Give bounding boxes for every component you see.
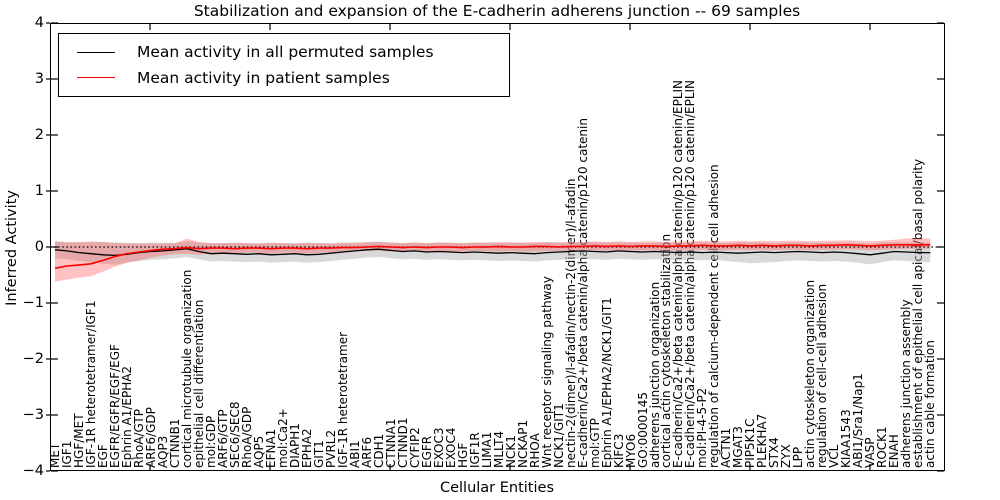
legend-label-permuted: Mean activity in all permuted samples (137, 43, 434, 62)
patient-line-swatch (77, 77, 115, 79)
y-tick-label: 4 (34, 15, 44, 31)
permuted-line-swatch (77, 51, 115, 53)
y-tick-label: 1 (34, 183, 44, 199)
legend-entry-patient: Mean activity in patient samples (69, 69, 499, 87)
chart-title: Stabilization and expansion of the E-cad… (193, 2, 801, 20)
y-tick-label: −1 (22, 295, 44, 311)
y-tick-label: 0 (34, 239, 44, 255)
plot-area (50, 23, 945, 471)
y-tick-label: 3 (34, 71, 44, 87)
x-axis-label: Cellular Entities (439, 480, 555, 496)
y-tick-label: −3 (22, 407, 44, 423)
legend: Mean activity in all permuted samples Me… (58, 33, 510, 97)
legend-entry-permuted: Mean activity in all permuted samples (69, 43, 499, 61)
y-tick-label: −4 (22, 463, 44, 479)
y-tick-label: −2 (22, 351, 44, 367)
legend-label-patient: Mean activity in patient samples (137, 68, 390, 87)
y-tick-label: 2 (34, 127, 44, 143)
